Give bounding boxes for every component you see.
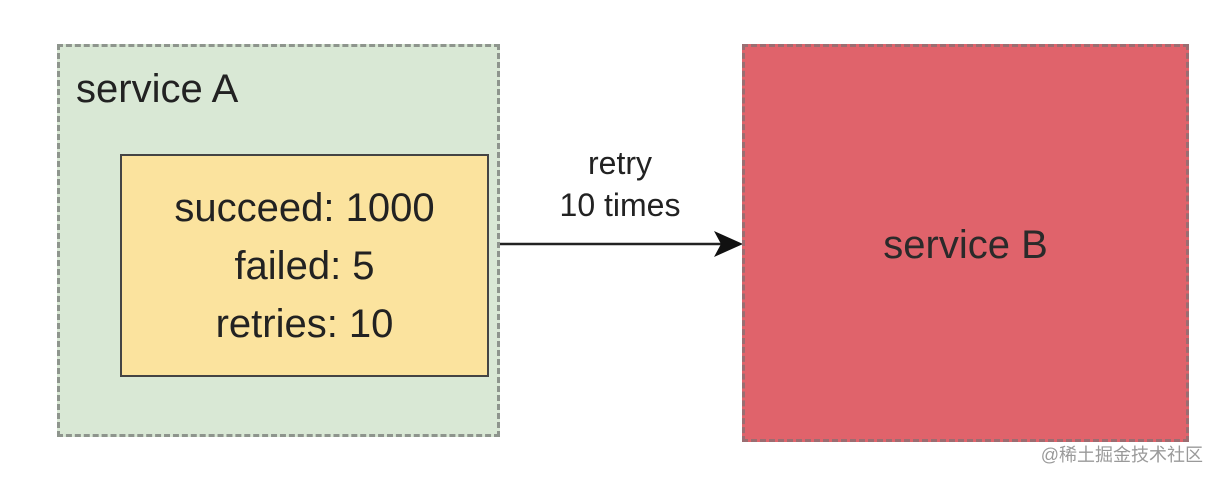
service-b-container: service B (742, 44, 1189, 442)
service-a-container: service A succeed: 1000 failed: 5 retrie… (57, 44, 500, 437)
succeed-count: succeed: 1000 (174, 185, 435, 230)
stats-box: succeed: 1000 failed: 5 retries: 10 (120, 154, 489, 377)
edge-label-line1: retry (588, 145, 652, 181)
edge-label-line2: 10 times (559, 187, 681, 223)
watermark: @稀土掘金技术社区 (1040, 445, 1203, 465)
edge-label: retry 10 times (520, 142, 720, 226)
retry-arrow (500, 231, 743, 257)
service-a-label: service A (76, 67, 239, 111)
failed-count: failed: 5 (234, 243, 375, 288)
service-b-label: service B (883, 222, 1048, 267)
arrow-head-icon (714, 231, 743, 257)
retries-count: retries: 10 (215, 301, 394, 346)
